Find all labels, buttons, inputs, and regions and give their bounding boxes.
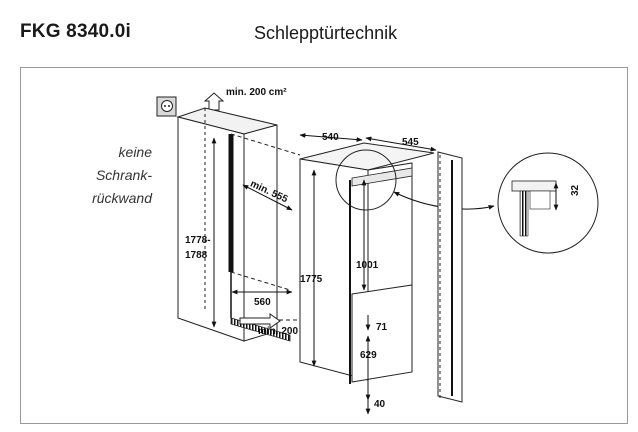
dim-niche-height-2: 1788 (185, 250, 208, 261)
dim-cabinet-depth: 540 (322, 132, 339, 143)
dim-fridge-door: 1001 (356, 260, 379, 271)
dim-freezer-door: 629 (360, 350, 377, 361)
detail-marker (335, 149, 397, 211)
diagram-frame (20, 67, 628, 424)
socket-icon (156, 96, 177, 117)
vent-label-bottom: min. 200 cm² (258, 326, 319, 337)
page-title: FKG 8340.0i (20, 21, 131, 42)
cabinet (176, 107, 301, 342)
dim-appliance-height: 1775 (300, 274, 323, 285)
dim-door-gap: 71 (376, 322, 388, 333)
vent-label-top: min. 200 cm² (226, 87, 287, 98)
dim-niche-width: 560 (254, 297, 271, 308)
detail-view (497, 152, 599, 254)
note-line-1: keine (119, 144, 153, 160)
dim-base-offset: 40 (374, 399, 386, 410)
note-line-2: Schrank- (96, 167, 152, 183)
dim-detail-gap: 32 (570, 184, 581, 196)
note-line-3: rückwand (92, 190, 153, 206)
door-section-profile (437, 151, 463, 403)
dim-niche-height-1: 1778- (185, 235, 211, 246)
vent-arrow-top-icon (203, 92, 225, 111)
vent-arrow-bottom-icon (239, 313, 281, 329)
dim-appliance-depth: 545 (402, 137, 419, 148)
page-subtitle: Schlepptürtechnik (254, 23, 398, 43)
